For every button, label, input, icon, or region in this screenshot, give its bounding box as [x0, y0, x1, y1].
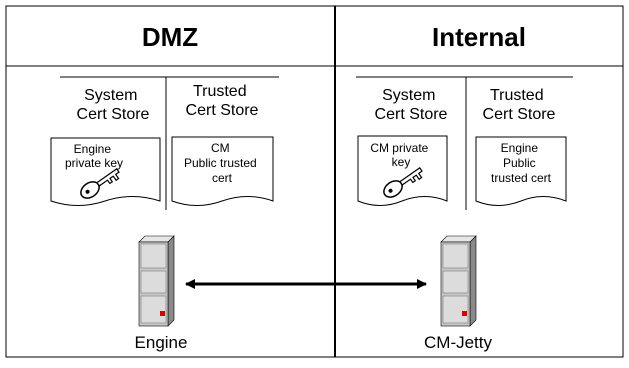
server-label-cm-jetty: CM-Jetty	[424, 333, 493, 352]
zone-title-internal: Internal	[432, 22, 526, 52]
right-system-store-title: System Cert Store	[375, 87, 448, 123]
left-store-table	[60, 76, 279, 210]
left-trusted-store-title: Trusted Cert Store	[186, 83, 259, 119]
engine-public-trusted-cert-document: Engine Public trusted cert	[475, 136, 567, 206]
cm-public-trusted-cert-document: CM Public trusted cert	[171, 136, 274, 206]
key-icon	[383, 167, 423, 198]
cm-private-key-document: CM private key	[357, 135, 448, 206]
status-led	[160, 311, 165, 316]
server-label-engine: Engine	[135, 333, 188, 352]
right-store-table	[356, 76, 573, 210]
left-system-store-title: System Cert Store	[77, 87, 150, 123]
server-icon	[440, 235, 477, 327]
status-led	[462, 311, 467, 316]
svg-text:Engine Public trus: Engine Public trusted cert	[491, 141, 552, 185]
key-icon	[80, 168, 120, 199]
zone-title-dmz: DMZ	[142, 22, 198, 52]
svg-text:CM private key: CM private key	[370, 141, 431, 169]
server-icon	[138, 235, 175, 327]
svg-text:CM Public trusted: CM Public trusted cert	[184, 141, 260, 185]
svg-text:Engine private key: Engine private key	[65, 142, 123, 170]
engine-private-key-document: Engine private key	[50, 137, 161, 206]
right-trusted-store-title: Trusted Cert Store	[483, 87, 556, 123]
